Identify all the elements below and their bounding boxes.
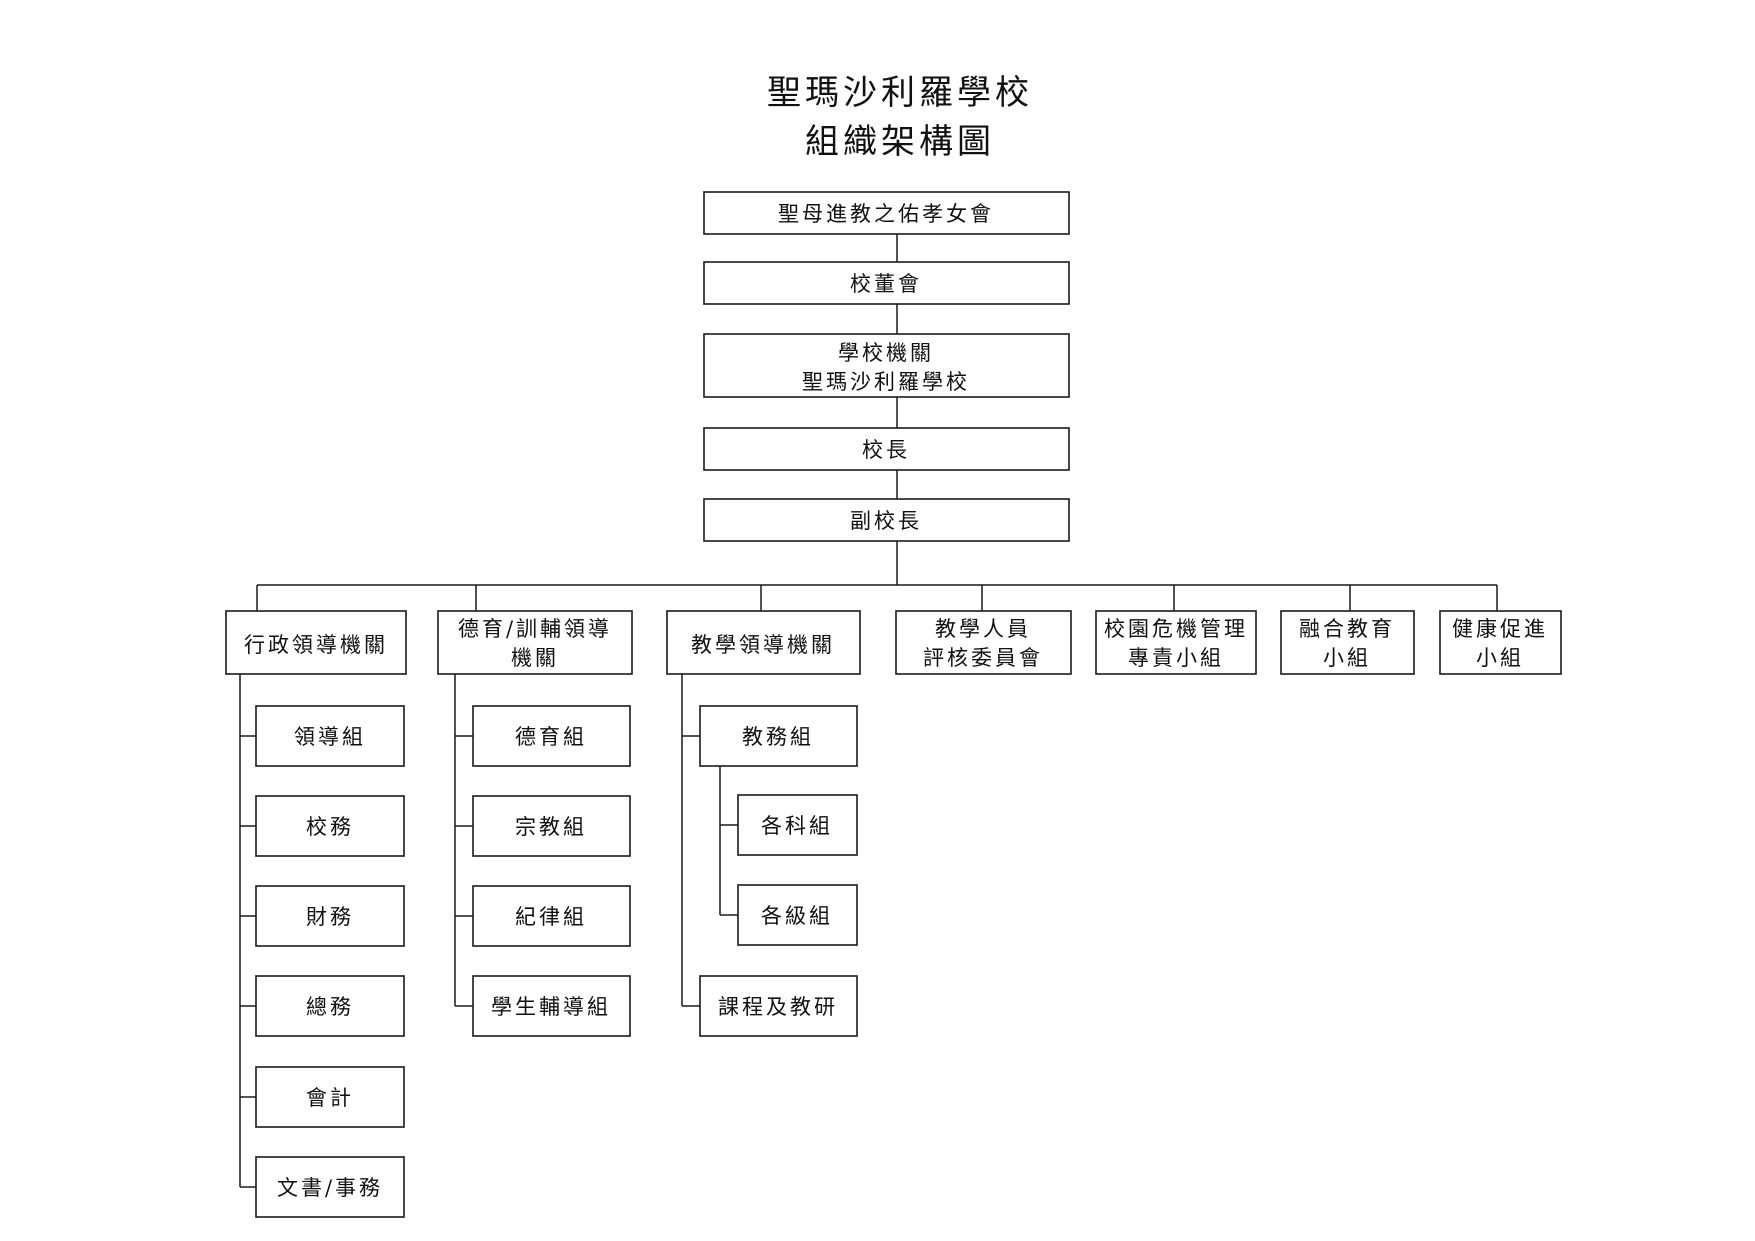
box-curriculum-research: 課程及教研 — [699, 975, 858, 1037]
box-admin-department: 行政領導機關 — [225, 610, 407, 675]
box-vice-principal: 副校長 — [703, 498, 1070, 542]
svg-text:學生輔導組: 學生輔導組 — [491, 995, 611, 1019]
box-general-affairs: 總務 — [255, 975, 405, 1037]
box-clerical: 文書/事務 — [255, 1156, 405, 1218]
svg-text:總務: 總務 — [306, 995, 354, 1019]
box-counselling-group: 學生輔導組 — [472, 975, 631, 1037]
title-school-name: 聖瑪沙利羅學校 — [767, 73, 1033, 113]
box-school-body: 學校機關 聖瑪沙利羅學校 — [703, 333, 1070, 398]
svg-text:各科組: 各科組 — [761, 814, 833, 838]
box-principal: 校長 — [703, 427, 1070, 471]
svg-text:校務: 校務 — [306, 815, 354, 839]
svg-text:各級組: 各級組 — [761, 904, 833, 928]
svg-text:會計: 會計 — [306, 1086, 354, 1110]
svg-text:副校長: 副校長 — [850, 509, 922, 533]
svg-text:行政領導機關: 行政領導機關 — [244, 633, 388, 657]
svg-text:教學人員: 教學人員 — [935, 617, 1031, 641]
svg-text:校董會: 校董會 — [850, 272, 922, 296]
box-discipline-group: 紀律組 — [472, 885, 631, 947]
svg-text:財務: 財務 — [306, 905, 354, 929]
svg-text:專責小組: 專責小組 — [1128, 646, 1224, 670]
box-moral-group: 德育組 — [472, 705, 631, 767]
svg-text:德育組: 德育組 — [515, 725, 587, 749]
svg-text:教務組: 教務組 — [742, 725, 814, 749]
box-level-panels: 各級組 — [737, 884, 858, 946]
svg-text:德育/訓輔領導: 德育/訓輔領導 — [458, 617, 612, 641]
svg-text:宗教組: 宗教組 — [515, 815, 587, 839]
box-health-team: 健康促進 小組 — [1439, 610, 1562, 675]
box-finance: 財務 — [255, 885, 405, 947]
svg-text:小組: 小組 — [1476, 646, 1524, 670]
svg-text:課程及教研: 課程及教研 — [718, 995, 838, 1019]
svg-text:校園危機管理: 校園危機管理 — [1104, 617, 1248, 641]
box-accounting: 會計 — [255, 1066, 405, 1128]
svg-text:學校機關: 學校機關 — [838, 341, 934, 365]
svg-text:教學領導機關: 教學領導機關 — [691, 633, 835, 657]
svg-text:小組: 小組 — [1323, 646, 1371, 670]
svg-text:融合教育: 融合教育 — [1299, 617, 1395, 641]
svg-text:健康促進: 健康促進 — [1452, 617, 1548, 641]
box-appraisal-committee: 教學人員 評核委員會 — [895, 610, 1072, 675]
svg-text:聖瑪沙利羅學校: 聖瑪沙利羅學校 — [802, 370, 970, 394]
svg-text:聖母進教之佑孝女會: 聖母進教之佑孝女會 — [778, 202, 994, 226]
box-academic-affairs: 教務組 — [699, 705, 858, 767]
svg-text:文書/事務: 文書/事務 — [277, 1176, 383, 1200]
box-board: 校董會 — [703, 261, 1070, 305]
svg-text:評核委員會: 評核委員會 — [923, 646, 1043, 670]
box-subject-panels: 各科組 — [737, 794, 858, 856]
svg-text:機關: 機關 — [511, 646, 559, 670]
box-moral-department: 德育/訓輔領導 機關 — [437, 610, 633, 675]
box-religious-group: 宗教組 — [472, 795, 631, 857]
box-leadership-group: 領導組 — [255, 705, 405, 767]
svg-text:領導組: 領導組 — [294, 725, 366, 749]
box-school-affairs: 校務 — [255, 795, 405, 857]
svg-text:紀律組: 紀律組 — [515, 905, 587, 929]
box-sponsor: 聖母進教之佑孝女會 — [703, 191, 1070, 235]
box-inclusive-team: 融合教育 小組 — [1280, 610, 1415, 675]
title-chart-name: 組織架構圖 — [805, 122, 995, 162]
box-crisis-team: 校園危機管理 專責小組 — [1095, 610, 1257, 675]
svg-text:校長: 校長 — [862, 438, 910, 462]
box-teaching-department: 教學領導機關 — [666, 610, 861, 675]
